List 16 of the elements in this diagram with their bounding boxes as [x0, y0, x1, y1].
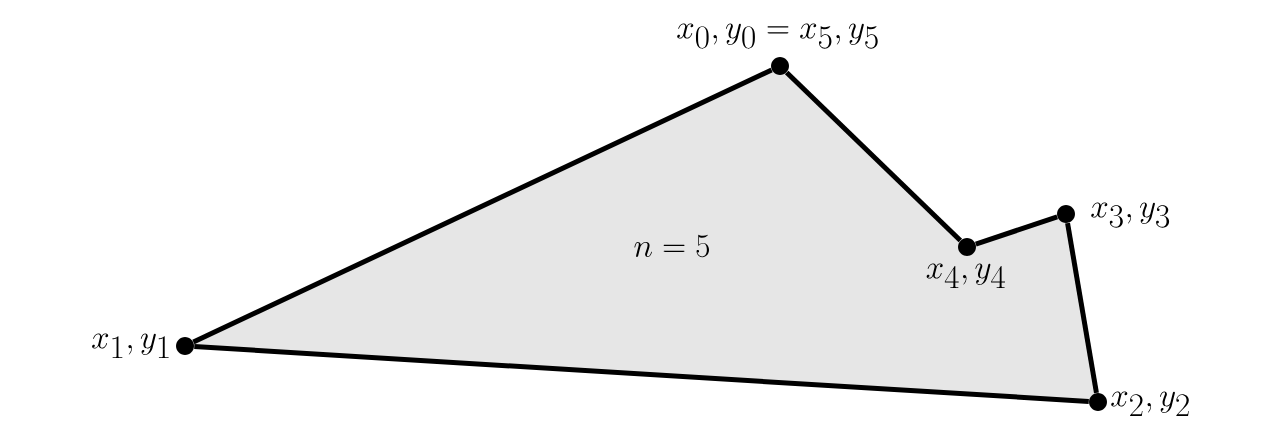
polygon-edge — [192, 67, 773, 345]
vertex-label: $x_0, y_0 = x_5, y_5$ — [677, 23, 878, 49]
polygon-edge — [784, 70, 963, 243]
polygon-edge — [1065, 222, 1099, 394]
vertex-dot — [1057, 205, 1075, 223]
vertex-dot — [958, 238, 976, 256]
vertex-label: $x_3, y_3$ — [1091, 202, 1170, 228]
polygon-edge — [975, 214, 1058, 247]
vertex-label: $x_2, y_2$ — [1111, 391, 1189, 417]
vertex-dot — [771, 57, 789, 75]
vertex-label: $x_4, y_4$ — [926, 263, 1005, 289]
polygon-edge — [194, 344, 1089, 404]
vertex-label: $x_1, y_1$ — [92, 333, 169, 359]
vertex-dot — [176, 337, 194, 355]
vertex-count-label: $n = 5$ — [634, 234, 709, 258]
vertex-dot — [1089, 393, 1107, 411]
